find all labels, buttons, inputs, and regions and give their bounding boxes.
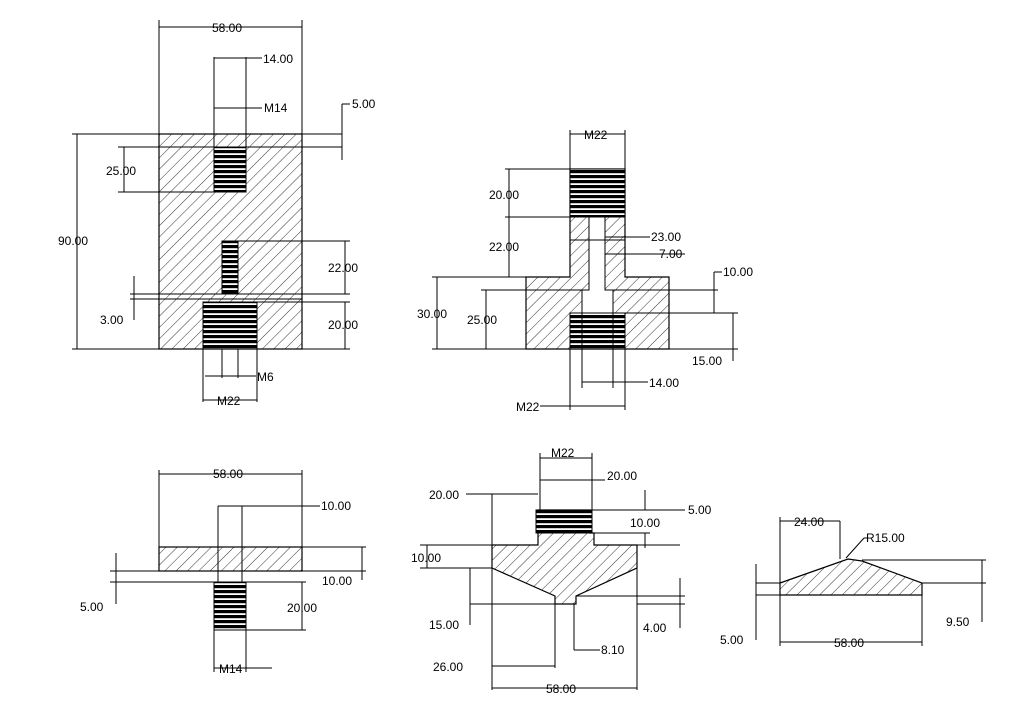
dim-label: 10.00 <box>321 499 351 513</box>
dim-label: 25.00 <box>106 164 136 178</box>
part-a-m6-thread <box>221 240 239 294</box>
dim-label: 7.00 <box>659 247 683 261</box>
part-b-labels: M22 20.00 22.00 23.00 7.00 10.00 30.00 2… <box>417 128 753 414</box>
dim-label: 3.00 <box>100 313 124 327</box>
dim-label: 10.00 <box>411 551 441 565</box>
dim-label: 5.00 <box>688 503 712 517</box>
part-a-m22-thread <box>202 301 258 350</box>
dim-label: M14 <box>264 101 288 115</box>
dim-label: M22 <box>516 400 540 414</box>
part-b-dimensions <box>432 130 738 410</box>
dim-label: 10.00 <box>322 574 352 588</box>
dim-label: 25.00 <box>467 313 497 327</box>
part-e-section <box>779 558 923 596</box>
dim-label: M14 <box>219 662 243 676</box>
dim-label: M22 <box>551 446 575 460</box>
dim-label: 90.00 <box>58 234 88 248</box>
dim-label: 15.00 <box>692 354 722 368</box>
part-c-dimensions <box>110 470 366 672</box>
dim-label: 20.00 <box>429 488 459 502</box>
part-d-m22-thread <box>535 509 593 534</box>
dim-label: M22 <box>584 128 608 142</box>
part-c-m14-thread <box>213 581 247 631</box>
dim-label: R15.00 <box>866 531 905 545</box>
dim-label: 58.00 <box>212 21 242 35</box>
dim-label: 14.00 <box>649 376 679 390</box>
dim-label: 20.00 <box>607 469 637 483</box>
dim-label: M22 <box>217 394 241 408</box>
dim-label: 20.00 <box>489 188 519 202</box>
part-d-dimensions <box>420 453 685 690</box>
part-b-bottom-thread <box>569 312 626 350</box>
dim-label: 10.00 <box>723 265 753 279</box>
dim-label: 10.00 <box>630 516 660 530</box>
part-b-section <box>525 168 670 350</box>
part-a-labels: 58.00 14.00 M14 5.00 25.00 90.00 22.00 3… <box>58 21 376 408</box>
dim-label: 23.00 <box>651 230 681 244</box>
part-b-top-thread <box>569 168 626 218</box>
part-a-top-thread <box>213 146 247 193</box>
dim-label: 22.00 <box>489 240 519 254</box>
part-c-labels: 58.00 10.00 10.00 5.00 20.00 M14 <box>80 467 352 676</box>
part-c-section <box>158 546 303 631</box>
dim-label: 58.00 <box>546 682 576 696</box>
dim-label: 5.00 <box>720 633 744 647</box>
dim-label: 58.00 <box>213 467 243 481</box>
dim-label: 4.00 <box>643 621 667 635</box>
dim-label: 20.00 <box>328 318 358 332</box>
dim-label: 24.00 <box>794 515 824 529</box>
part-e-labels: 24.00 R15.00 5.00 58.00 9.50 <box>720 515 970 650</box>
dim-label: 22.00 <box>328 261 358 275</box>
dim-label: 26.00 <box>433 660 463 674</box>
part-a-dimensions <box>72 20 350 402</box>
dim-label: 5.00 <box>80 600 104 614</box>
dim-label: 58.00 <box>834 636 864 650</box>
dim-label: 15.00 <box>429 618 459 632</box>
dim-label: 9.50 <box>946 615 970 629</box>
dim-label: 5.00 <box>352 97 376 111</box>
dim-label: M6 <box>257 370 274 384</box>
part-d-section <box>491 509 638 605</box>
dim-label: 30.00 <box>417 307 447 321</box>
part-e-dimensions <box>755 517 986 646</box>
part-d-labels: M22 20.00 20.00 5.00 10.00 10.00 15.00 4… <box>411 446 712 696</box>
dim-label: 8.10 <box>601 643 625 657</box>
dim-label: 14.00 <box>263 52 293 66</box>
dim-label: 20.00 <box>287 601 317 615</box>
